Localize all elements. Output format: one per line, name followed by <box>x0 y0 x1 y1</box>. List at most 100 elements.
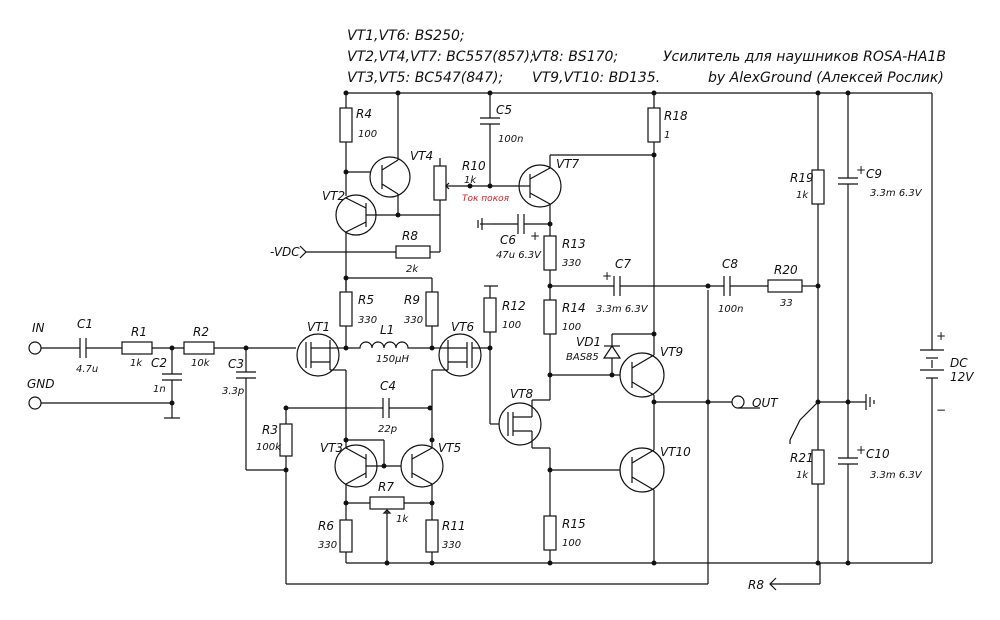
c2-ref: C2 <box>151 356 167 370</box>
r6-ref: R6 <box>318 519 334 533</box>
r8-value: 2k <box>406 264 419 275</box>
transistor-vt5: VT5 <box>400 441 461 488</box>
resistor-r12: R12 100 <box>483 297 526 333</box>
r4-ref: R4 <box>356 107 372 121</box>
vt1-ref: VT1 <box>307 320 330 334</box>
vd1-ref: VD1 <box>576 335 601 349</box>
r5-ref: R5 <box>358 293 374 307</box>
r5-value: 330 <box>358 315 377 326</box>
l1-ref: L1 <box>380 323 394 337</box>
resistor-r5: R5 330 <box>339 291 377 327</box>
c1-ref: C1 <box>77 317 93 331</box>
minus-vdc-label: -VDC <box>270 245 300 259</box>
c5-value: 100n <box>498 134 523 145</box>
r18-value: 1 <box>664 130 670 141</box>
vt3-ref: VT3 <box>320 441 343 455</box>
vt10-ref: VT10 <box>660 445 691 459</box>
gnd-label: GND <box>27 377 55 391</box>
capacitor-c1: C1 4.7u <box>76 317 98 375</box>
r8-reference-arrow: R8 <box>748 563 821 592</box>
gnd-terminal[interactable]: GND <box>27 377 55 410</box>
minus-vdc-terminal[interactable]: -VDC <box>270 245 307 259</box>
dc-plus: + <box>936 329 946 343</box>
r12-ref: R12 <box>502 299 526 313</box>
r15-ref: R15 <box>562 517 586 531</box>
out-terminal[interactable]: OUT <box>731 395 779 410</box>
r3-ref: R3 <box>262 423 278 437</box>
vt7-ref: VT7 <box>556 157 580 171</box>
vd1-value: BAS85 <box>566 352 599 363</box>
resistor-r3: R3 100k <box>256 423 293 457</box>
c9-plus: + <box>856 163 866 177</box>
c8-value: 100n <box>718 304 743 315</box>
battery-dc: + − DC 12V <box>920 329 974 417</box>
resistor-r9: R9 330 <box>404 291 439 327</box>
c4-value: 22p <box>378 424 397 435</box>
r3-value: 100k <box>256 442 282 453</box>
c10-ref: C10 <box>866 447 890 461</box>
r4-value: 100 <box>358 129 377 140</box>
r10-quiescent-note: Ток покоя <box>462 194 510 204</box>
transistor-vt7: VT7 <box>518 157 580 208</box>
r13-ref: R13 <box>562 237 586 251</box>
vt6-ref: VT6 <box>451 320 475 334</box>
c7-ref: C7 <box>615 257 631 271</box>
r7-ref: R7 <box>378 480 394 494</box>
potentiometer-r7[interactable]: R7 1k <box>369 480 409 525</box>
c6-value: 47u 6.3V <box>496 250 542 261</box>
r12-value: 100 <box>502 320 521 331</box>
input-terminal[interactable]: IN <box>28 321 45 355</box>
schematic-author: by AlexGround (Алексей Рослик) <box>708 70 944 86</box>
resistor-r18: R18 1 <box>647 107 688 143</box>
c9-ref: C9 <box>866 167 882 181</box>
c3-ref: C3 <box>228 357 244 371</box>
c3-value: 3.3p <box>222 386 244 397</box>
c4-ref: C4 <box>380 379 396 393</box>
parts-vt9-vt10: VT9,VT10: BD135. <box>532 70 660 86</box>
r8-ref-label: R8 <box>748 578 764 592</box>
parts-line-3: VT3,VT5: BC547(847); <box>347 70 503 86</box>
r14-ref: R14 <box>562 301 586 315</box>
capacitor-c4: C4 22p <box>370 379 430 435</box>
schematic-title: Усилитель для наушников ROSA-HA1B <box>663 49 946 65</box>
capacitor-c5: C5 100n <box>480 103 523 145</box>
capacitor-c3: C3 3.3p <box>222 348 286 471</box>
r9-value: 330 <box>404 315 423 326</box>
c5-ref: C5 <box>496 103 512 117</box>
r21-value: 1k <box>796 470 809 481</box>
r19-ref: R19 <box>790 171 814 185</box>
r14-value: 100 <box>562 322 581 333</box>
vt2-ref: VT2 <box>322 189 345 203</box>
ground-symbol <box>865 394 875 410</box>
c2-value: 1n <box>153 384 166 395</box>
capacitor-c10: + C10 3.3m 6.3V <box>838 443 923 481</box>
c6-plus: + <box>530 229 540 243</box>
inductor-l1: L1 150μH <box>346 323 432 365</box>
dc-label: DC <box>950 356 968 370</box>
resistor-r6: R6 330 <box>318 519 353 553</box>
parts-vt8: VT8: BS170; <box>532 49 618 65</box>
r11-ref: R11 <box>442 519 466 533</box>
r11-value: 330 <box>442 540 461 551</box>
r2-value: 10k <box>191 358 211 369</box>
r6-value: 330 <box>318 540 337 551</box>
r1-ref: R1 <box>131 325 147 339</box>
dc-voltage: 12V <box>950 370 974 384</box>
c10-plus: + <box>856 443 866 457</box>
r13-value: 330 <box>562 258 581 269</box>
transistor-vt4: VT4 <box>369 149 433 198</box>
r10-value: 1k <box>464 175 477 186</box>
resistor-r4: R4 100 <box>339 107 377 143</box>
transistor-vt9: VT9 <box>619 345 683 398</box>
transistor-vt10: VT10 <box>619 445 691 493</box>
dc-minus: − <box>936 403 946 417</box>
potentiometer-r10[interactable]: R10 1k Ток покоя <box>433 159 510 204</box>
resistor-r13: R13 330 <box>543 235 586 271</box>
c6-ref: C6 <box>500 233 516 247</box>
c8-ref: C8 <box>722 257 738 271</box>
resistor-r2: R2 10k <box>183 325 215 369</box>
r15-value: 100 <box>562 538 581 549</box>
resistor-r14: R14 100 <box>543 299 586 335</box>
l1-value: 150μH <box>376 354 409 365</box>
